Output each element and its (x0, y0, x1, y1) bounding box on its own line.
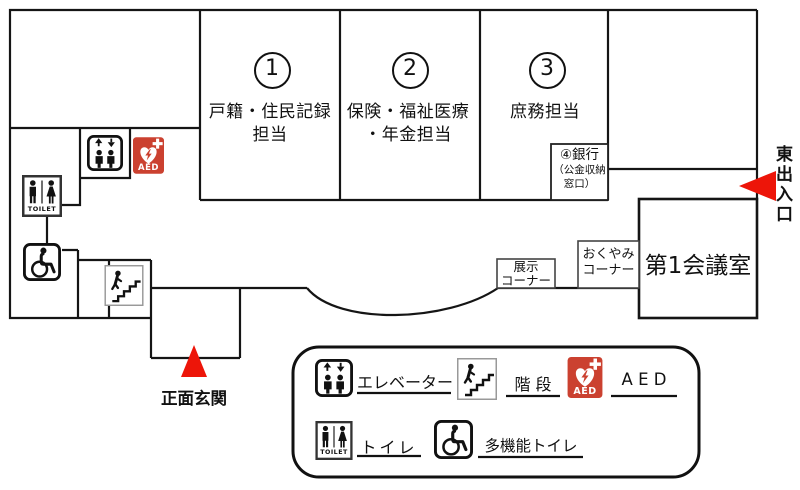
room-3-number: 3 (528, 51, 566, 89)
stairs-icon (104, 265, 144, 306)
room-1-label-line2: 担当 (252, 124, 288, 145)
stairs-icon (457, 358, 497, 400)
legend-aed-label: A E D (621, 370, 667, 389)
walls (8, 8, 759, 360)
legend-toilet-label: トイレ (360, 438, 418, 457)
meeting-room-label: 第1会議室 (644, 253, 752, 279)
exhibit-line2: コーナー (500, 272, 551, 288)
legend-accessible-toilet-label: 多機能トイレ (484, 437, 578, 455)
room-1-label-line1: 戸籍・住民記録 (208, 102, 332, 122)
condolence-line2: コーナー (582, 263, 635, 278)
condolence-corner-label: おくやみ コーナー (578, 247, 639, 279)
accessible-toilet-icon (434, 420, 473, 459)
legend-underlines (357, 391, 677, 459)
aed-sign-text: AED (138, 163, 159, 173)
exhibit-line1: 展示 (513, 259, 539, 274)
bank-window-label: ④銀行 （公金収納 窓口） (551, 147, 608, 191)
bank-line2: （公金収納 (553, 164, 606, 176)
meeting-room-box (637, 197, 759, 320)
east-entrance-arrow (739, 171, 776, 201)
bank-window-box (550, 143, 609, 201)
bank-line3: 窓口） (563, 177, 596, 190)
legend-elevator-label: エレベーター (357, 373, 454, 392)
room-3-label-line1: 庶務担当 (510, 102, 580, 122)
toilet-sign-text: TOILET (27, 205, 57, 213)
room-1-number: 1 (253, 51, 291, 89)
main-entrance-arrow (181, 345, 207, 377)
condolence-line1: おくやみ (582, 247, 635, 262)
room-2-label-line1: 保険・福祉医療 (346, 102, 470, 122)
elevator-icon (315, 358, 353, 398)
legend-stairs-label: 階 段 (514, 375, 552, 394)
accessible-toilet-icon (22, 243, 62, 281)
main-entrance-label: 正面玄関 (161, 389, 227, 408)
east-entrance-label: 東出入口 (772, 145, 792, 225)
room-1-label: 戸籍・住民記録 担当 (195, 101, 345, 146)
bank-line1: ④銀行 (559, 147, 600, 163)
room-2-label-line2: ・年金担当 (364, 124, 452, 145)
condolence-corner-box (577, 240, 640, 289)
exhibit-corner-label: 展示 コーナー (497, 260, 555, 287)
aed-sign-text: AED (573, 386, 597, 397)
elevator-icon (87, 134, 123, 172)
room-2-number: 2 (391, 51, 429, 89)
room-2-label: 保険・福祉医療 ・年金担当 (333, 101, 483, 146)
exhibit-corner-box (496, 258, 556, 289)
room-3-label: 庶務担当 (470, 101, 620, 124)
toilet-sign-text: TOILET (320, 449, 348, 456)
